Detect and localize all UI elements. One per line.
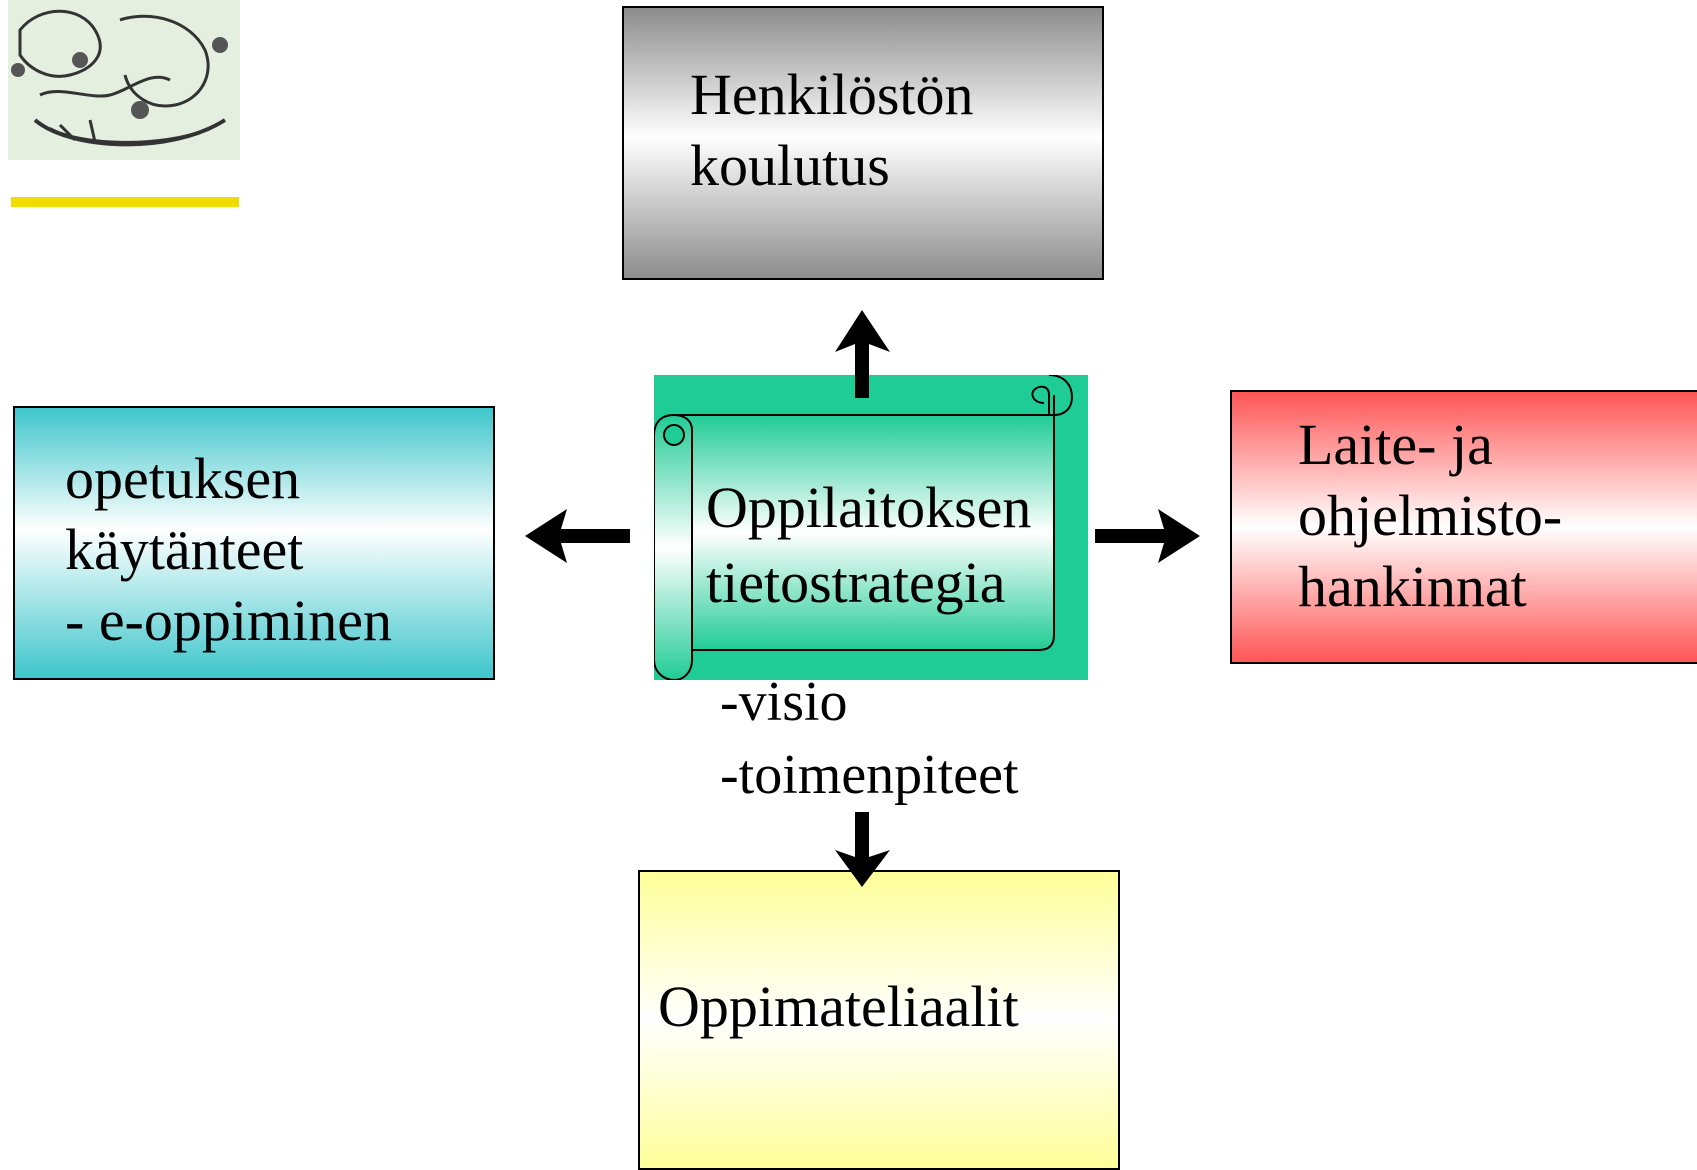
arrow-left-icon [525,509,630,563]
staff-training-box: Henkilöstön koulutus [622,6,1104,280]
arrow-down-icon [835,812,890,887]
hardware-software-box: Laite- ja ohjelmisto- hankinnat [1230,390,1697,664]
strategy-subitems: -visio -toimenpiteet [720,671,1019,806]
teaching-practices-label: opetuksen käytänteet - e-oppiminen [65,446,392,653]
learning-materials-box: Oppimateliaalit [638,870,1120,1170]
strategy-scroll-shape [654,375,1088,680]
teaching-practices-box: opetuksen käytänteet - e-oppiminen [13,406,495,680]
arrow-up-icon [835,310,890,398]
staff-training-label: Henkilöstön koulutus [690,62,974,198]
coat-of-arms-lion-icon [8,0,240,160]
emblem-underline [11,197,239,207]
hardware-software-label: Laite- ja ohjelmisto- hankinnat [1298,412,1563,619]
learning-materials-label: Oppimateliaalit [658,974,1019,1039]
strategy-title: Oppilaitoksen tietostrategia [706,475,1032,616]
arrow-right-icon [1095,509,1200,563]
